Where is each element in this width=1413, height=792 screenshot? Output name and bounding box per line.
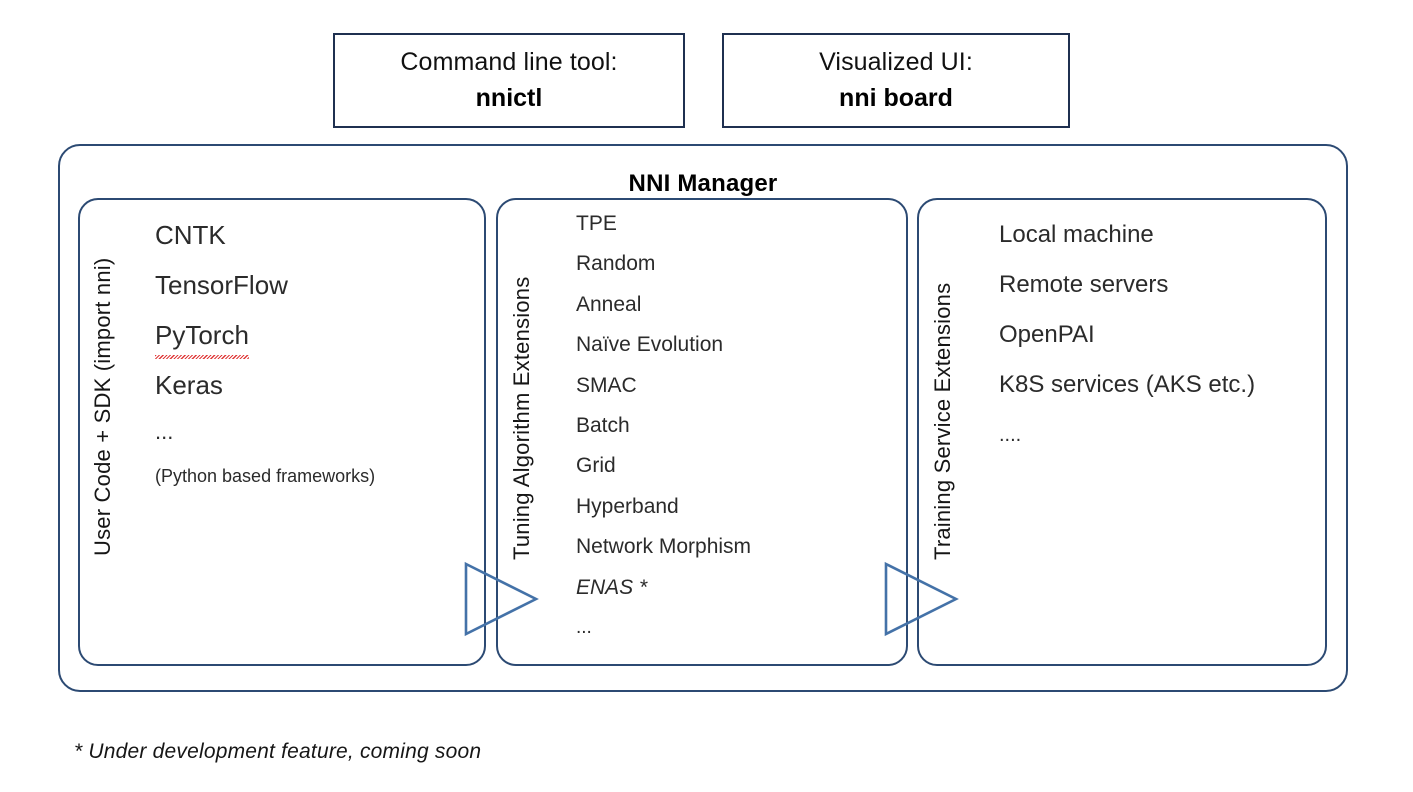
list-item: Network Morphism <box>576 535 752 559</box>
list-item-note: (Python based frameworks) <box>155 466 376 486</box>
list-item: Keras <box>155 370 223 400</box>
arrow-right-icon <box>462 560 540 643</box>
visualized-ui-box: Visualized UI: nni board <box>722 33 1070 128</box>
list-item: K8S services (AKS etc.) <box>999 371 1256 398</box>
pytorch-spellcheck-error: PyTorch <box>155 310 249 360</box>
list-item: CNTK <box>155 220 226 250</box>
tuning-algorithms-side-label: Tuning Algorithm Extensions <box>509 276 534 560</box>
list-item: Batch <box>576 414 630 438</box>
user-code-side-label: User Code + SDK (import nni) <box>90 257 115 556</box>
footnote: * Under development feature, coming soon <box>74 740 482 763</box>
training-services-side-label: Training Service Extensions <box>930 282 955 560</box>
list-item-ellipsis: ... <box>576 617 592 639</box>
list-item: Naïve Evolution <box>576 333 724 357</box>
list-item-ellipsis: .... <box>999 424 1022 446</box>
list-item: SMAC <box>576 373 637 397</box>
training-services-item-list: Local machine Remote servers OpenPAI K8S… <box>999 210 1255 460</box>
nni-manager-title: NNI Manager <box>628 170 778 197</box>
list-item: PyTorch <box>155 310 375 360</box>
arrow-right-icon <box>882 560 960 643</box>
user-code-column <box>78 198 486 666</box>
visualized-ui-value: nni board <box>839 84 953 112</box>
list-item-enas: ENAS * <box>576 575 648 599</box>
list-item: Anneal <box>576 292 642 316</box>
user-code-item-list: CNTK TensorFlow PyTorch Keras ... (Pytho… <box>155 210 375 498</box>
list-item: TensorFlow <box>155 270 288 300</box>
tuning-algorithms-column <box>496 198 908 666</box>
list-item: OpenPAI <box>999 321 1095 348</box>
visualized-ui-caption: Visualized UI: <box>819 47 973 76</box>
training-services-column <box>917 198 1327 666</box>
list-item: Local machine <box>999 221 1154 248</box>
command-line-tool-caption: Command line tool: <box>400 47 618 76</box>
list-item: Remote servers <box>999 271 1169 298</box>
command-line-tool-box: Command line tool: nnictl <box>333 33 685 128</box>
list-item: Grid <box>576 454 616 478</box>
list-item-ellipsis: ... <box>155 419 174 444</box>
list-item: Hyperband <box>576 494 679 518</box>
tuning-algorithms-item-list: TPE Random Anneal Naïve Evolution SMAC B… <box>576 204 751 648</box>
command-line-tool-value: nnictl <box>475 84 543 112</box>
list-item: TPE <box>576 212 617 235</box>
list-item: Random <box>576 252 656 276</box>
